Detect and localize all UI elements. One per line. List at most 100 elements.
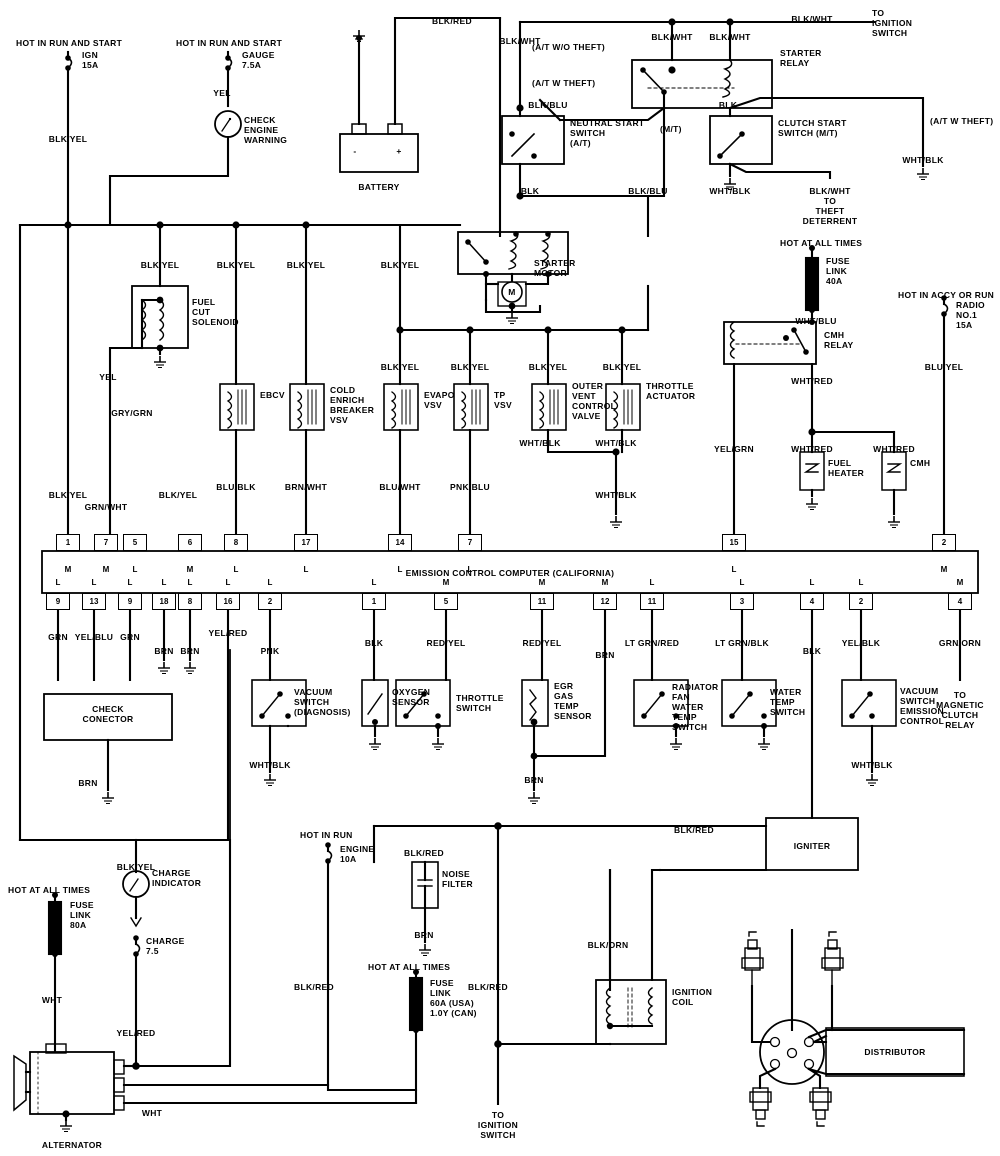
- ecu-pin-bottom-9[interactable]: 11: [530, 593, 554, 610]
- wire-label-blk-red-60: BLK/RED: [674, 825, 714, 835]
- wire-label-wht-blk-31: WHT/BLK: [595, 438, 637, 448]
- fuse-label-fl40: FUSE LINK 40A: [826, 256, 850, 286]
- wire-label-yel-grn-29: YEL/GRN: [714, 444, 754, 454]
- ecu-pin-bottom-3[interactable]: 18: [152, 593, 176, 610]
- component-label-starter-relay: STARTER RELAY: [780, 48, 822, 68]
- wire-label-blk-blu-11: BLK/BLU: [628, 186, 668, 196]
- power-caption-fl60: HOT AT ALL TIMES: [368, 962, 451, 972]
- destination-label-to-mag-clutch: TO MAGNETIC CLUTCH RELAY: [936, 690, 984, 730]
- ecu-pin-bottom-7[interactable]: 1: [362, 593, 386, 610]
- wire-label-brn-43: BRN: [154, 646, 174, 656]
- wire-label-red-yel-49: RED/YEL: [522, 638, 562, 648]
- wire-label-wht-red-25: WHT/RED: [791, 376, 833, 386]
- ecu-pin-top-7[interactable]: 7: [458, 534, 482, 551]
- component-label-starter-motor: STARTER MOTOR: [534, 258, 576, 278]
- wire-label-gry-grn-19: GRY/GRN: [111, 408, 153, 418]
- wire-label-blk-red-0: BLK/RED: [432, 16, 472, 26]
- ecu-pin-code-bottom-15: M: [956, 578, 964, 587]
- wire-label-yel-red-68: YEL/RED: [116, 1028, 156, 1038]
- ecu-pin-top-0[interactable]: 1: [56, 534, 80, 551]
- ecu-pin-top-6[interactable]: 14: [388, 534, 412, 551]
- ecu-pin-bottom-10[interactable]: 12: [593, 593, 617, 610]
- ecu-pin-bottom-11[interactable]: 11: [640, 593, 664, 610]
- component-label-evapo-vsv: EVAPO VSV: [424, 390, 455, 410]
- wire-label-blu-blk-36: BLU/BLK: [216, 482, 256, 492]
- ecu-pin-code-bottom-3: L: [161, 578, 167, 587]
- ecu-pin-top-9[interactable]: 2: [932, 534, 956, 551]
- fuse-label-ign: IGN 15A: [82, 50, 99, 70]
- wire-label-pnk-46: PNK: [260, 646, 280, 656]
- wire-label-grn-42: GRN: [120, 632, 140, 642]
- ecu-pin-top-2[interactable]: 5: [123, 534, 147, 551]
- battery-terminal-positive: +: [396, 146, 402, 156]
- wire-label-yel-blk-54: YEL/BLK: [841, 638, 881, 648]
- wire-label-blu-wht-38: BLU/WHT: [379, 482, 421, 492]
- ecu-pin-code-top-0: M: [64, 565, 72, 574]
- ecu-pin-top-5[interactable]: 17: [294, 534, 318, 551]
- note-at-w-theft-1: (A/T W THEFT): [532, 78, 596, 88]
- fuse-label-fl80: FUSE LINK 80A: [70, 900, 94, 930]
- ecu-pin-bottom-15[interactable]: 4: [948, 593, 972, 610]
- wire-label-yel-red-45: YEL/RED: [208, 628, 248, 638]
- wire-label-lt-grn-blk-52: LT GRN/BLK: [715, 638, 769, 648]
- wire-label-blk-47: BLK: [364, 638, 384, 648]
- wire-label-wht-67: WHT: [41, 995, 63, 1005]
- ecu-pin-code-bottom-5: L: [225, 578, 231, 587]
- wire-label-blk-blu-5: BLK/BLU: [528, 100, 568, 110]
- ecu-pin-bottom-4[interactable]: 8: [178, 593, 202, 610]
- power-caption-ign: HOT IN RUN AND START: [16, 38, 123, 48]
- ecu-pin-top-8[interactable]: 15: [722, 534, 746, 551]
- ecu-pin-top-1[interactable]: 7: [94, 534, 118, 551]
- ecu-pin-top-3[interactable]: 6: [178, 534, 202, 551]
- power-caption-gauge: HOT IN RUN AND START: [176, 38, 283, 48]
- component-label-distributor: DISTRIBUTOR: [864, 1047, 926, 1057]
- ecu-pin-code-top-1: M: [102, 565, 110, 574]
- note-mt: (M/T): [660, 124, 682, 134]
- component-label-check-engine: CHECK ENGINE WARNING: [244, 115, 288, 145]
- fuse-label-gauge: GAUGE 7.5A: [242, 50, 275, 70]
- note-at-w-theft-2: (A/T W THEFT): [930, 116, 994, 126]
- ecu-pin-code-bottom-8: M: [442, 578, 450, 587]
- ecu-pin-bottom-8[interactable]: 5: [434, 593, 458, 610]
- wire-label-wht-blk-12: WHT/BLK: [709, 186, 751, 196]
- ecu-pin-bottom-13[interactable]: 4: [800, 593, 824, 610]
- component-label-cmh: CMH: [910, 458, 931, 468]
- wire-label-wht-blk-56: WHT/BLK: [249, 760, 291, 770]
- power-caption-fl40: HOT AT ALL TIMES: [780, 238, 863, 248]
- wire-label-brn-44: BRN: [180, 646, 200, 656]
- wire-label-blk-yel-22: BLK/YEL: [528, 362, 568, 372]
- wire-label-wht-red-27: WHT/RED: [791, 444, 833, 454]
- ecu-pin-bottom-12[interactable]: 3: [730, 593, 754, 610]
- component-label-rad-fan-switch: RADIATOR FAN WATER TEMP SWITCH: [672, 682, 719, 732]
- component-label-noise-filter: NOISE FILTER: [442, 869, 473, 889]
- wire-label-red-yel-48: RED/YEL: [426, 638, 466, 648]
- ecu-pin-code-bottom-1: L: [91, 578, 97, 587]
- component-label-throttle-act: THROTTLE ACTUATOR: [646, 381, 696, 401]
- wire-label-blk-orn-64: BLK/ORN: [587, 940, 629, 950]
- wire-label-wht-69: WHT: [141, 1108, 163, 1118]
- ecu-pin-top-4[interactable]: 8: [224, 534, 248, 551]
- ecu-pin-bottom-14[interactable]: 2: [849, 593, 873, 610]
- ecu-pin-code-bottom-11: L: [649, 578, 655, 587]
- ecu-pin-bottom-2[interactable]: 9: [118, 593, 142, 610]
- wire-label-wht-blk-8: WHT/BLK: [902, 155, 944, 165]
- wire-label-blk-yel-20: BLK/YEL: [380, 362, 420, 372]
- ecu-pin-bottom-1[interactable]: 13: [82, 593, 106, 610]
- ecu-pin-bottom-0[interactable]: 9: [46, 593, 70, 610]
- wire-label-grn-wht-34: GRN/WHT: [84, 502, 128, 512]
- ecu-pin-bottom-5[interactable]: 16: [216, 593, 240, 610]
- wire-label-blk-yel-7: BLK/YEL: [48, 134, 88, 144]
- component-label-charge-fuse: CHARGE 7.5: [146, 936, 185, 956]
- wire-label-blu-yel-26: BLU/YEL: [924, 362, 964, 372]
- wire-label-blk-yel-16: BLK/YEL: [286, 260, 326, 270]
- component-label-egr-gas-temp: EGR GAS TEMP SENSOR: [554, 681, 592, 721]
- component-label-check-connector: CHECK CONECTOR: [82, 704, 134, 724]
- component-label-vac-emis-ctrl: VACUUM SWITCH EMISSION CONTROL: [900, 686, 945, 726]
- component-label-alternator: ALTERNATOR: [41, 1140, 103, 1150]
- ecu-pin-code-top-8: L: [731, 565, 737, 574]
- wire-label-blk-yel-62: BLK/YEL: [116, 862, 156, 872]
- wire-label-yel-blu-41: YEL/BLU: [74, 632, 114, 642]
- ecu-pin-bottom-6[interactable]: 2: [258, 593, 282, 610]
- wire-label-blk-yel-14: BLK/YEL: [140, 260, 180, 270]
- component-label-ebcv: EBCV: [260, 390, 285, 400]
